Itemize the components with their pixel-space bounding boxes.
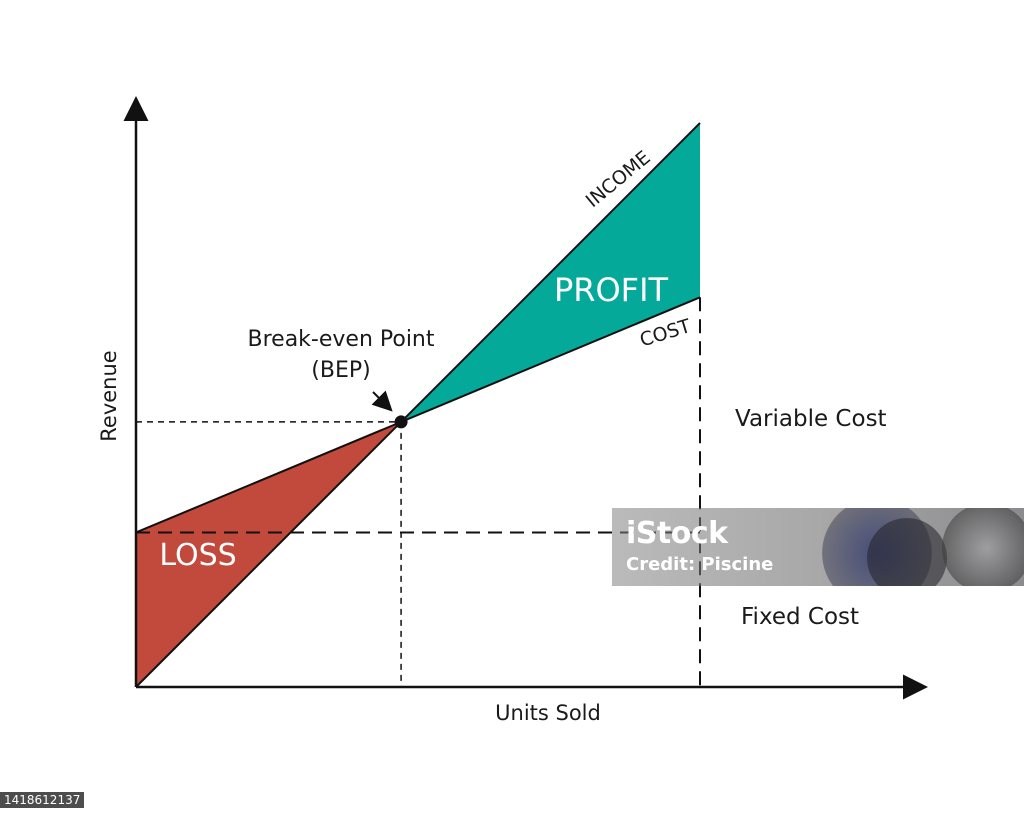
fixed-cost-label: Fixed Cost [741,604,859,630]
bep-pointer-arrow [371,390,393,412]
watermark-logo: iStock [626,516,728,551]
stock-id-badge: 1418612137 [0,792,85,808]
loss-label: LOSS [159,538,236,573]
profit-label: PROFIT [554,271,669,309]
x-axis-label: Units Sold [495,701,601,725]
variable-cost-label: Variable Cost [735,406,887,432]
bep-point [394,415,408,429]
watermark-banner: iStock Credit: Piscine [612,508,1024,586]
bep-label-line1: Break-even Point [248,327,435,352]
income-line [135,122,701,688]
cost-line [135,296,701,534]
y-axis-label: Revenue [97,350,121,441]
watermark-graphic [942,508,1024,586]
watermark-credit: Credit: Piscine [626,554,774,575]
watermark-graphic [867,518,947,586]
bep-label-line2: (BEP) [311,358,370,383]
